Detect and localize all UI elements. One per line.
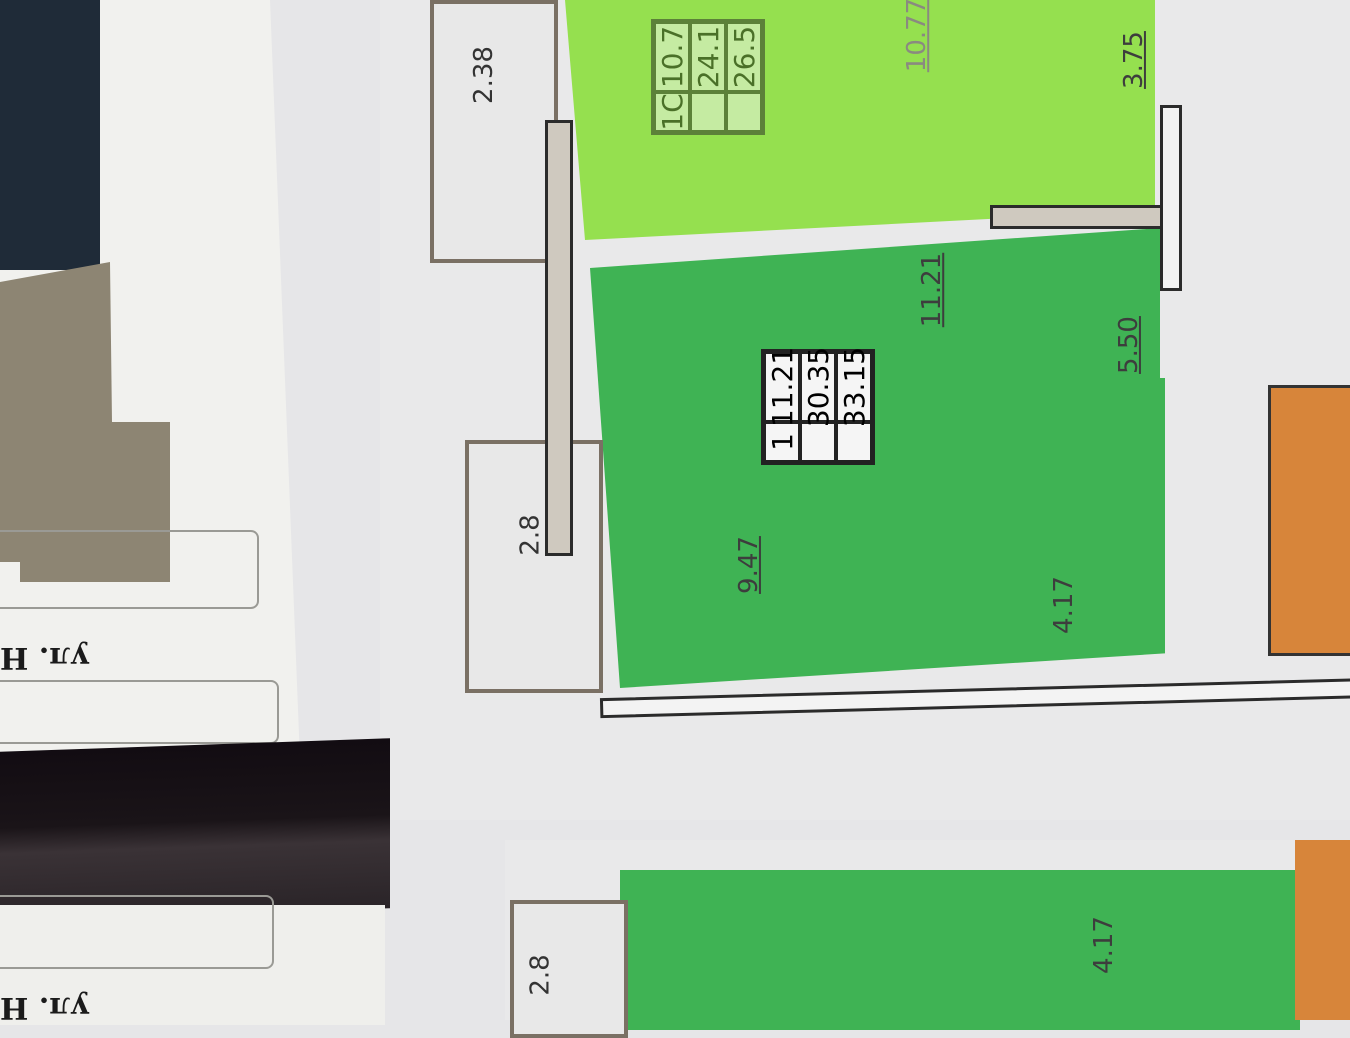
room-area-1c: 10.77 [902, 0, 933, 73]
total-area-cell: 24.1 [690, 22, 726, 92]
wall-segment [1160, 105, 1182, 291]
rooms-cell: 1С [654, 92, 690, 132]
lower-bath-area: 4.17 [1088, 916, 1119, 974]
street-label: ул. Н [0, 640, 90, 675]
lower-neighbor-fill [1295, 840, 1350, 1020]
lower-apartment-fill [620, 870, 1300, 1030]
hall-area-1: 5.50 [1113, 316, 1144, 374]
partition-wall [990, 205, 1176, 229]
label-frame [0, 530, 259, 609]
total-area-balcony-cell: 26.5 [726, 22, 762, 92]
balcony-mid-area: 2.8 [515, 514, 546, 556]
balcony-top [430, 0, 558, 263]
brochure-lower-left [0, 905, 385, 1025]
balcony-top-area: 2.38 [468, 46, 499, 104]
room-area-1: 11.21 [917, 252, 948, 328]
total-area-cell: 30.35 [800, 346, 836, 428]
street-label: ул. Н [0, 990, 90, 1025]
living-area-cell: 11.21 [764, 346, 800, 428]
kitchen-area-1: 9.47 [733, 536, 764, 594]
bath-area-1: 4.17 [1048, 576, 1079, 634]
living-area-cell: 10.7 [654, 22, 690, 92]
rooms-cell: 1 [764, 422, 800, 462]
label-frame [0, 680, 279, 744]
lower-balcony-area: 2.8 [525, 954, 556, 996]
label-frame [0, 895, 274, 969]
total-area-balcony-cell: 33.15 [836, 346, 872, 428]
kitchen-area-1c: 3.75 [1118, 31, 1149, 89]
exterior-wall [545, 120, 573, 556]
dark-block [0, 0, 100, 270]
balcony-mid [465, 440, 603, 693]
apartment-1-fill [590, 228, 1165, 688]
neighbor-apartment-fill [1268, 385, 1350, 656]
